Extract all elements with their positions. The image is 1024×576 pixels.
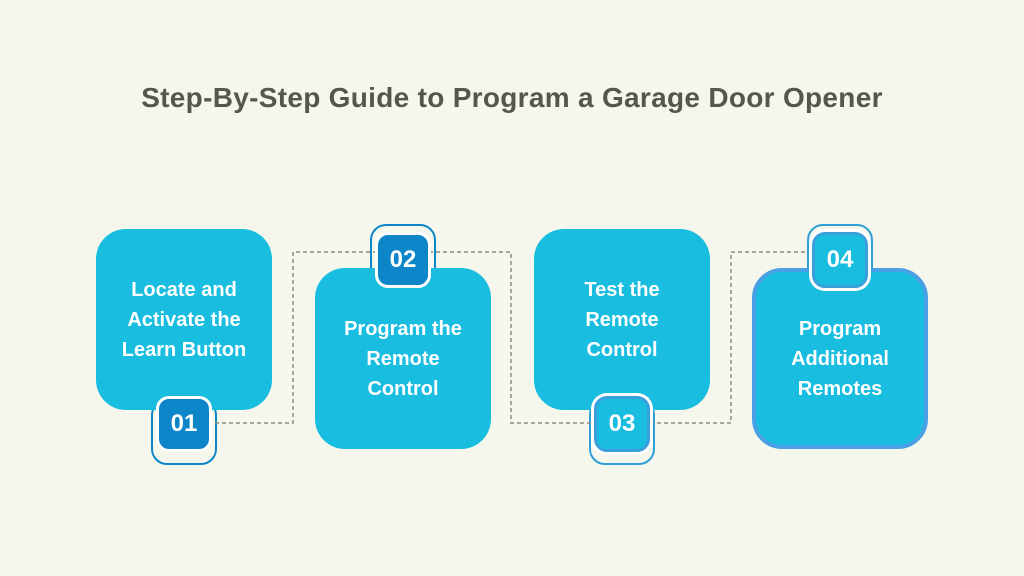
step-label-2: Program the Remote Control xyxy=(315,268,491,449)
step-number-badge-3: 03 xyxy=(594,396,650,452)
step-card-2: Program the Remote Control 02 xyxy=(315,224,491,449)
step-number-badge-1: 01 xyxy=(156,396,212,452)
step-number-badge-2: 02 xyxy=(375,232,431,288)
step-number-badge-4: 04 xyxy=(812,232,868,288)
infographic-title: Step-By-Step Guide to Program a Garage D… xyxy=(141,82,883,113)
step-card-4: Program Additional Remotes 04 xyxy=(752,224,928,449)
step-label-1: Locate and Activate the Learn Button xyxy=(96,229,272,410)
step-label-4: Program Additional Remotes xyxy=(752,268,928,449)
step-card-3: Test the Remote Control 03 xyxy=(534,229,710,465)
step-label-3: Test the Remote Control xyxy=(534,229,710,410)
step-card-1: Locate and Activate the Learn Button 01 xyxy=(96,229,272,465)
